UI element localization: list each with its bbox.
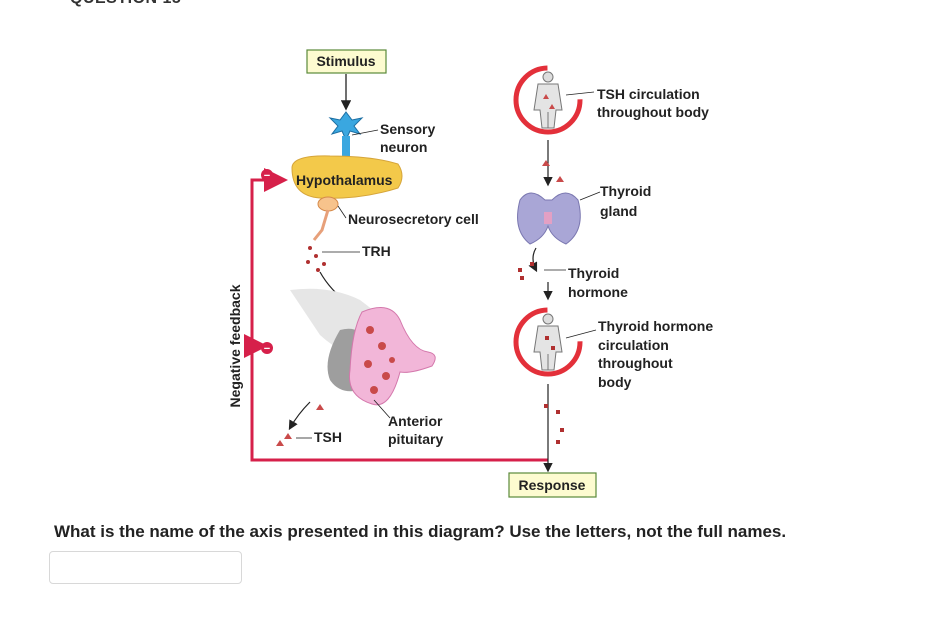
th-circulation-label-2: circulation (598, 337, 669, 353)
trh-dots (306, 246, 326, 272)
minus-sign: − (264, 170, 270, 182)
hypothalamus-label: Hypothalamus (296, 172, 393, 188)
sensory-label-1: Sensory (380, 121, 435, 137)
th-circulation-label-4: body (598, 374, 632, 390)
tsh-label: TSH (314, 429, 342, 445)
thyroid-gland-label-2: gland (600, 203, 637, 219)
neurosecretory-label: Neurosecretory cell (348, 211, 479, 227)
stimulus-box (306, 49, 387, 74)
question-header: QUESTION 15 (70, 0, 181, 8)
thyroid-hormone-label-1: Thyroid (568, 265, 619, 281)
inhibit-pituitary-icon (261, 342, 273, 354)
tsh-circulation-label-1: TSH circulation (597, 86, 700, 102)
body-figure-bottom-icon (513, 307, 583, 377)
pituitary-label-1: Anterior (388, 413, 443, 429)
body-figure-top-icon (513, 65, 583, 135)
tsh-triangles (276, 404, 324, 446)
sensory-label-2: neuron (380, 139, 427, 155)
negative-feedback-loop: − − (244, 168, 548, 462)
th-circulation-label-1: Thyroid hormone (598, 318, 713, 334)
stimulus-label: Stimulus (316, 53, 375, 69)
thyroid-gland-icon (517, 192, 581, 245)
tsh-circulation-label-2: throughout body (597, 104, 709, 120)
response-label: Response (519, 477, 586, 493)
pituitary-shape (290, 288, 436, 406)
inhibit-hypothalamus-icon (261, 169, 273, 181)
negative-feedback-label: Negative feedback (227, 284, 243, 407)
th-circulation-label-3: throughout (598, 355, 673, 371)
thyroid-hormone-label-2: hormone (568, 284, 628, 300)
sensory-neuron-icon (328, 111, 364, 160)
trh-label: TRH (362, 243, 391, 259)
hypothalamus-shape (291, 155, 403, 199)
answer-input[interactable] (49, 551, 242, 584)
minus-sign: − (264, 343, 270, 355)
thyroid-gland-label-1: Thyroid (600, 183, 651, 199)
question-text: What is the name of the axis presented i… (54, 522, 787, 541)
response-box (508, 472, 597, 498)
pituitary-label-2: pituitary (388, 431, 443, 447)
